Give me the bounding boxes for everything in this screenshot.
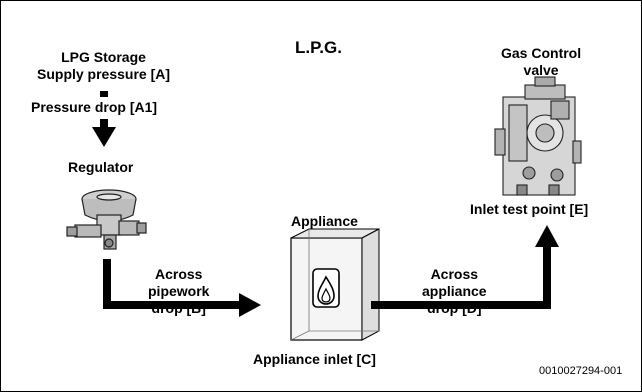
appliance-drop-line-2: appliance <box>422 283 487 299</box>
inlet-test-point-label: Inlet test point [E] <box>470 201 589 217</box>
appliance-label: Appliance <box>291 213 358 229</box>
storage-line-1: LPG Storage <box>61 49 146 65</box>
regulator-label: Regulator <box>68 159 134 175</box>
gas-control-valve-label: Gas Control valve <box>501 45 581 79</box>
appliance-drop-line-3: drop [D] <box>427 300 482 316</box>
gas-valve-line-1: Gas Control <box>501 45 582 61</box>
arrow-down-to-regulator <box>92 91 116 147</box>
storage-line-2: Supply pressure [A] <box>37 66 171 82</box>
pipework-connector <box>103 259 261 317</box>
pipework-line-3: drop [B] <box>151 300 206 316</box>
appliance-drop-line-1: Across <box>430 266 479 282</box>
appliance-inlet-label: Appliance inlet [C] <box>253 351 376 367</box>
pipework-drop-label: Across pipework drop [B] <box>148 266 209 317</box>
lpg-storage-label: LPG Storage Supply pressure [A] <box>37 49 170 83</box>
appliance-drop-label: Across appliance drop [D] <box>422 266 487 317</box>
pipework-line-1: Across <box>155 266 203 282</box>
pipework-line-2: pipework <box>148 283 210 299</box>
flame-icon <box>312 268 340 308</box>
gas-valve-line-2: valve <box>523 62 559 78</box>
document-id: 0010027294-001 <box>539 365 623 377</box>
gas-valve-image <box>494 76 582 196</box>
diagram-title: L.P.G. <box>295 38 342 57</box>
pressure-drop-label: Pressure drop [A1] <box>31 99 158 115</box>
appliance-connector <box>371 225 559 309</box>
regulator-image <box>66 189 147 250</box>
